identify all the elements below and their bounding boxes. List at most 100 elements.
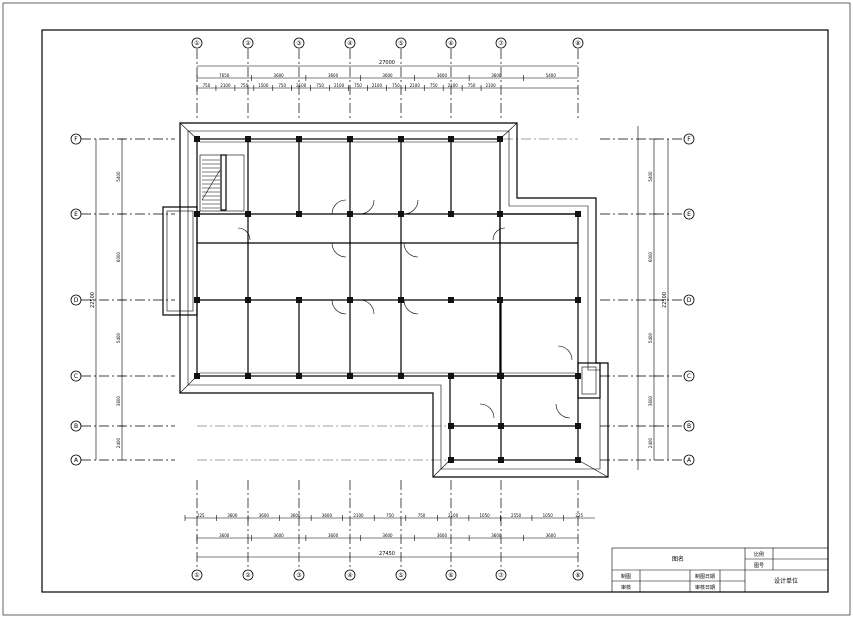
axis-label-left: E (74, 211, 78, 218)
axis-bubble (683, 294, 695, 306)
dimension-text: 5400 (116, 332, 121, 343)
axis-bubble (683, 454, 695, 466)
column (245, 211, 251, 217)
dimension-text: 5400 (648, 171, 653, 182)
right-dimensions: 22500 (637, 126, 669, 470)
dimension-text: 225 (575, 513, 583, 518)
dimension-text: 6000 (648, 251, 653, 262)
axis-label-bottom: ⑥ (448, 572, 453, 579)
axis-label-right: F (687, 136, 691, 143)
dimension-text: 3600 (328, 533, 339, 538)
column (497, 297, 503, 303)
drawing-name-label: 图名 (672, 555, 684, 563)
axis-bubble (683, 133, 695, 145)
axis-bubble (683, 420, 695, 432)
axis-bubble (70, 420, 82, 432)
axis-label-right: D (687, 297, 692, 304)
column (575, 297, 581, 303)
top-dimensions: 27000 (197, 60, 578, 89)
axis-bubble (293, 569, 305, 581)
dimension-text: 2100 (448, 83, 459, 88)
axis-label-bottom: ④ (347, 572, 352, 579)
axis-label-top: ⑤ (398, 40, 403, 47)
axis-bubble (445, 569, 457, 581)
dimension-text: 2100 (448, 513, 459, 518)
column (448, 211, 454, 217)
column (296, 136, 302, 142)
column (448, 136, 454, 142)
axis-label-top: ② (245, 40, 251, 47)
dimension-text: 1050 (543, 513, 554, 518)
axis-bubble (191, 569, 203, 581)
axis-label-right: B (687, 423, 691, 430)
axis-label-left: D (74, 297, 79, 304)
axis-bubble (70, 208, 82, 220)
axis-bubble (395, 569, 407, 581)
dimension-text: 750 (386, 513, 394, 518)
dimension-text: 3600 (328, 73, 339, 78)
column (575, 373, 581, 379)
dimension-text: 3600 (290, 513, 301, 518)
structural-columns (194, 136, 581, 463)
axis-label-bottom: ⑧ (575, 572, 580, 579)
title-block: 图名 比例 图号 制图 制图日期 审核 审核日期 设计单位 (611, 547, 829, 593)
axis-bubble (572, 569, 584, 581)
dimension-text: 3600 (322, 513, 333, 518)
drawing-no-label: 图号 (754, 563, 764, 569)
column (296, 297, 302, 303)
column (575, 211, 581, 217)
left-dimensions: 22500 (90, 139, 123, 460)
column (448, 457, 454, 463)
column (194, 136, 200, 142)
dimension-text: 750 (278, 83, 286, 88)
dimension-text: 2100 (410, 83, 421, 88)
dimension-text: 750 (203, 83, 211, 88)
axis-label-right: C (687, 373, 691, 380)
dimension-text: 5400 (648, 332, 653, 343)
dimension-text: 2100 (485, 83, 496, 88)
dimension-text: 3600 (491, 73, 502, 78)
column (347, 297, 353, 303)
dimension-text: 750 (241, 83, 249, 88)
drawn-date-label: 制图日期 (695, 573, 715, 580)
column (497, 136, 503, 142)
dimension-text: 1500 (258, 83, 269, 88)
dimension-text: 225 (197, 513, 205, 518)
dimension-text: 750 (468, 83, 476, 88)
axis-bubble (70, 133, 82, 145)
axis-bubble (572, 37, 584, 49)
column (575, 457, 581, 463)
column (347, 136, 353, 142)
dimension-text: 3600 (437, 533, 448, 538)
axis-bubble (242, 37, 254, 49)
dimension-text: 3600 (491, 533, 502, 538)
axis-label-top: ⑥ (448, 40, 453, 47)
dimension-text: 3600 (648, 395, 653, 406)
scale-label: 比例 (754, 551, 764, 558)
axis-bubble (495, 569, 507, 581)
column (245, 373, 251, 379)
column (498, 373, 504, 379)
dimension-text: 2100 (334, 83, 345, 88)
axis-bubble (344, 569, 356, 581)
dimension-text: 2550 (511, 513, 522, 518)
axis-bubble (191, 37, 203, 49)
axis-label-bottom: ① (194, 572, 199, 579)
axis-label-left: A (74, 457, 79, 464)
axis-bubble (70, 370, 82, 382)
axis-bubble (395, 37, 407, 49)
column (194, 297, 200, 303)
column (498, 457, 504, 463)
dimension-text: 750 (392, 83, 400, 88)
checked-by-label: 审核 (621, 584, 631, 591)
column (194, 211, 200, 217)
dimension-text: 3600 (274, 533, 285, 538)
column (347, 211, 353, 217)
axis-label-right: E (687, 211, 691, 218)
